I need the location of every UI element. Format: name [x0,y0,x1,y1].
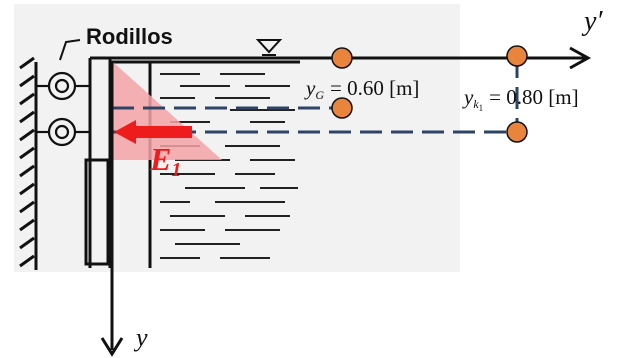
figure-background [14,4,460,272]
gate-frame [84,56,152,268]
yg-sub: G [315,88,324,102]
yk-var: y [462,85,474,109]
markers [331,45,528,143]
y-axis [100,62,124,357]
yg-value: = 0.60 [m] [330,76,419,100]
y-prime-axis-label: y′ [581,6,603,37]
rollers-leader-line [59,39,81,61]
marker-surface-g [331,47,353,69]
yk-label: yk1 = 0.80 [m] [462,85,579,113]
force-label-subscript: 1 [171,159,181,181]
yk-subsub: 1 [479,103,484,113]
yk-sub: k [473,97,479,111]
marker-surface-k [506,45,528,67]
wall-hatch [19,56,38,270]
rollers-label: Rodillos [86,24,173,49]
water-level-symbol [255,39,283,56]
y-axis-label: y [133,323,148,352]
roller-top [36,71,90,101]
force-arrow-e1 [114,120,192,144]
force-label: E1 [149,141,181,181]
yk-value: = 0.80 [m] [489,85,578,109]
yg-label: yG = 0.60 [m] [304,76,419,102]
marker-yg [331,97,353,119]
force-label-main: E [149,141,171,177]
roller-bottom [36,117,90,147]
yg-var: y [304,76,316,100]
marker-yk [506,121,528,143]
